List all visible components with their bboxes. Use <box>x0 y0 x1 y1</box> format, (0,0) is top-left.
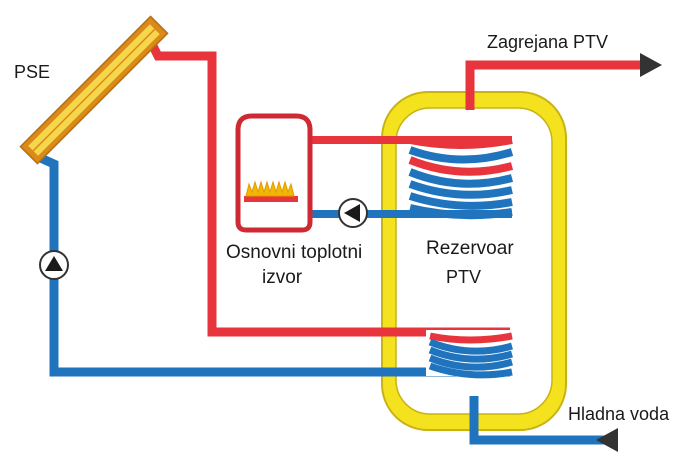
tank-label-line2: PTV <box>446 267 481 287</box>
collector-label: PSE <box>14 62 50 82</box>
burner-bar <box>244 196 298 202</box>
solar-loop-hot-pipe <box>147 41 510 337</box>
solar-circulation-pump <box>39 250 69 280</box>
lower-heat-exchanger-coil <box>426 330 514 379</box>
tank-label-line1: Rezervoar <box>426 238 514 259</box>
upper-heat-exchanger-coil <box>404 134 514 220</box>
hot-water-out-label: Zagrejana PTV <box>487 32 608 52</box>
inlet-arrow-icon <box>596 428 618 452</box>
hot-water-outlet-pipe <box>465 53 662 110</box>
aux-heater-label-line2: izvor <box>262 267 303 288</box>
boiler-icon <box>235 113 313 233</box>
solar-collector-icon <box>19 15 169 165</box>
aux-circulation-pump <box>338 198 368 228</box>
pump-direction-icon <box>344 204 360 222</box>
pump-direction-icon <box>45 256 63 271</box>
flame-icon <box>245 180 295 197</box>
aux-heater-label-line1: Osnovni toplotni <box>226 242 362 263</box>
outlet-arrow-icon <box>640 53 662 77</box>
cold-water-inlet-pipe <box>469 396 618 452</box>
cold-water-in-label: Hladna voda <box>568 404 670 424</box>
